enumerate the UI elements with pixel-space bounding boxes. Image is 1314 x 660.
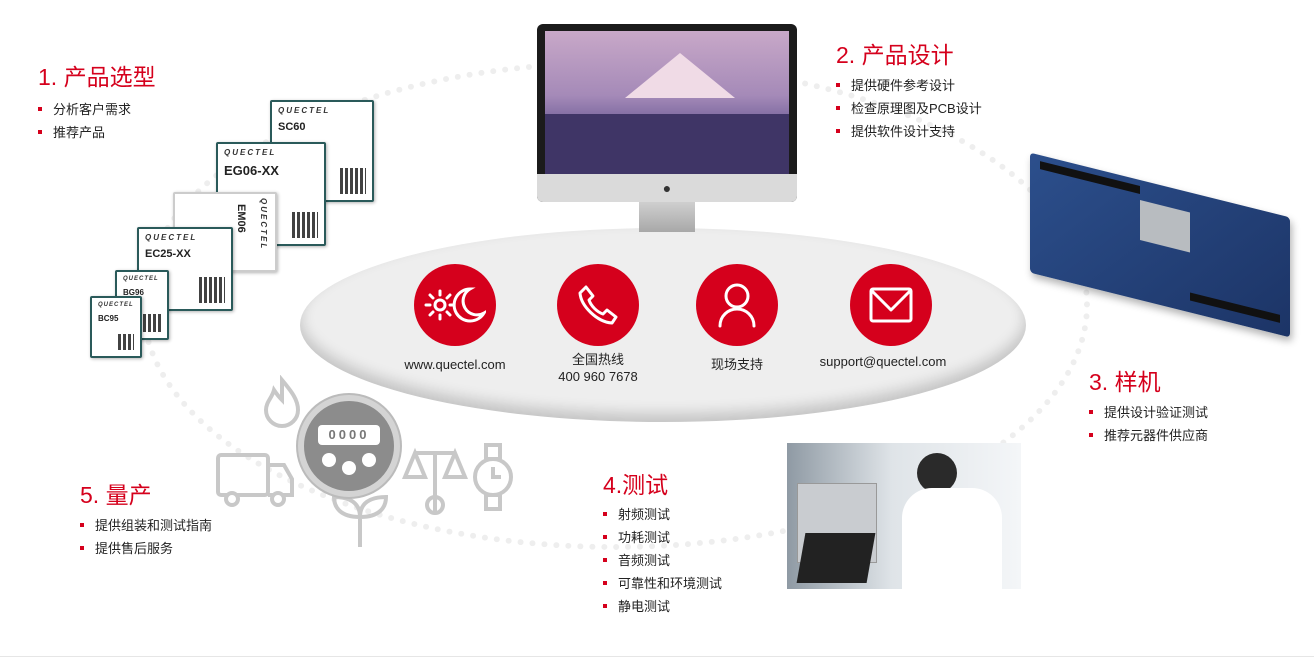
meter-icon: 0000 [298, 395, 400, 497]
website-link[interactable]: www.quectel.com [404, 357, 506, 372]
monitor-image: ● [537, 24, 797, 232]
plant-icon [331, 494, 389, 547]
person-icon [718, 283, 756, 328]
step-3: 3. 样机 提供设计验证测试 推荐元器件供应商 [1089, 363, 1208, 447]
list-item: 静电测试 [603, 595, 722, 618]
step-3-title: 3. 样机 [1089, 369, 1161, 395]
step-2: 2. 产品设计 提供硬件参考设计 检查原理图及PCB设计 提供软件设计支持 [836, 36, 982, 143]
email-link[interactable]: support@quectel.com [819, 354, 947, 369]
truck-icon [216, 453, 294, 507]
step-5: 5. 量产 提供组装和测试指南 提供售后服务 [80, 476, 212, 560]
step-2-title: 2. 产品设计 [836, 42, 954, 68]
website-button[interactable] [414, 264, 496, 346]
list-item: 提供售后服务 [80, 537, 212, 560]
list-item: 可靠性和环境测试 [603, 572, 722, 595]
production-icons [216, 375, 513, 547]
meter-display: 0000 [318, 425, 380, 445]
list-item: 提供组装和测试指南 [80, 514, 212, 537]
bottom-divider [0, 656, 1314, 657]
list-item: 提供设计验证测试 [1089, 401, 1208, 424]
hotline-title: 全国热线 [571, 352, 624, 367]
testing-lab-photo [787, 443, 1021, 589]
flame-icon [263, 375, 301, 428]
email-button[interactable] [850, 264, 932, 346]
list-item: 推荐元器件供应商 [1089, 424, 1208, 447]
step-1-title: 1. 产品选型 [38, 64, 156, 90]
list-item: 音频测试 [603, 549, 722, 572]
mail-icon [869, 287, 913, 323]
list-item: 射频测试 [603, 503, 722, 526]
hotline-button[interactable] [557, 264, 639, 346]
list-item: 检查原理图及PCB设计 [836, 97, 982, 120]
step-5-title: 5. 量产 [80, 482, 152, 508]
list-item: 功耗测试 [603, 526, 722, 549]
onsite-support-button[interactable] [696, 264, 778, 346]
watch-icon [473, 443, 513, 511]
hotline-number[interactable]: 400 960 7678 [558, 369, 638, 384]
step-4-title: 4.测试 [603, 472, 669, 498]
list-item: 推荐产品 [38, 121, 156, 144]
apple-logo-icon: ● [537, 174, 797, 202]
sun-moon-icon [424, 287, 486, 323]
step-1: 1. 产品选型 分析客户需求 推荐产品 [38, 58, 156, 144]
scale-icon [402, 447, 468, 515]
list-item: 提供软件设计支持 [836, 120, 982, 143]
hotline-label: 全国热线 400 960 7678 [558, 351, 638, 385]
phone-icon [578, 285, 618, 325]
list-item: 分析客户需求 [38, 98, 156, 121]
list-item: 提供硬件参考设计 [836, 74, 982, 97]
step-4: 4.测试 射频测试 功耗测试 音频测试 可靠性和环境测试 静电测试 [603, 466, 722, 618]
onsite-support-label: 现场支持 [710, 357, 764, 372]
